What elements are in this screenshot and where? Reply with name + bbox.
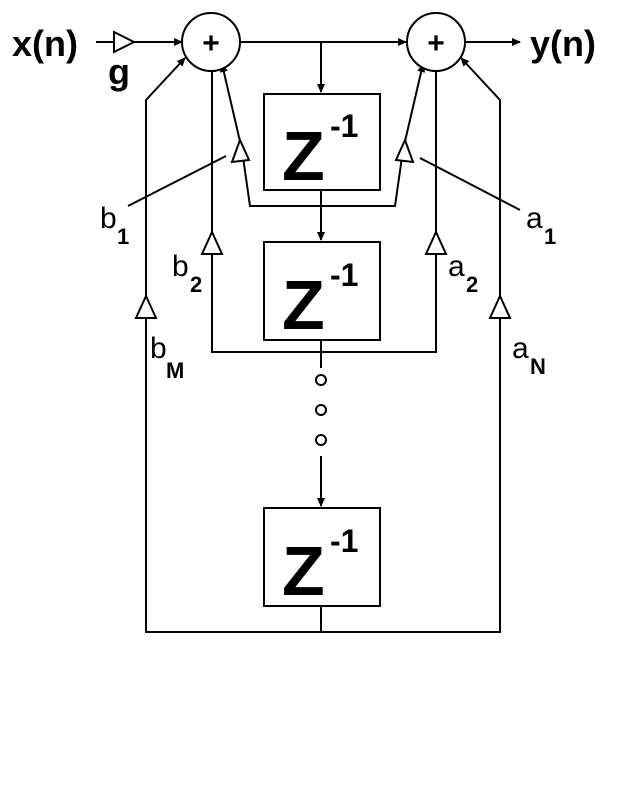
ellipsis-dot-3 xyxy=(315,434,327,446)
coef-aN-letter: a xyxy=(512,332,529,365)
coef-bM-subscript: M xyxy=(166,358,184,383)
gain-triangle-bM xyxy=(134,293,158,319)
coef-label-a1: a 1 xyxy=(526,202,556,249)
coef-label-bM: b M xyxy=(150,332,184,383)
bM-branch-wire xyxy=(145,57,186,300)
coef-label-a2: a 2 xyxy=(448,250,478,297)
delay-block-3: Z -1 xyxy=(263,507,381,610)
left-summing-node-symbol: + xyxy=(202,27,220,60)
tap-last-bus xyxy=(145,300,501,633)
coef-b2-subscript: 2 xyxy=(190,272,202,297)
delay-block-2-exponent: -1 xyxy=(330,257,358,293)
b1-leader-line xyxy=(127,155,227,207)
delay-block-2-base: Z xyxy=(282,266,325,344)
coef-a2-letter: a xyxy=(448,250,465,283)
coef-aN-subscript: N xyxy=(530,354,546,379)
tap-1-bus xyxy=(241,149,404,207)
coef-b1-letter: b xyxy=(100,202,117,235)
input-gain-triangle xyxy=(113,30,137,54)
coef-a1-letter: a xyxy=(526,202,543,235)
delay-block-3-base: Z xyxy=(282,532,325,610)
gain-triangle-b1 xyxy=(230,137,251,164)
delay-block-1-base: Z xyxy=(282,117,325,195)
coef-a1-subscript: 1 xyxy=(544,224,556,249)
coef-b2-letter: b xyxy=(172,250,189,283)
gain-triangle-b2 xyxy=(200,229,224,255)
coef-label-b2: b 2 xyxy=(172,250,202,297)
right-summing-node-symbol: + xyxy=(427,27,445,60)
input-label: x(n) xyxy=(12,23,78,64)
aN-branch-wire xyxy=(460,57,501,300)
ellipsis-dot-1 xyxy=(315,374,327,386)
output-label: y(n) xyxy=(530,23,596,64)
gain-triangle-aN xyxy=(488,293,512,319)
tap-2-bus xyxy=(211,240,437,353)
coef-bM-letter: b xyxy=(150,332,167,365)
right-summing-node: + xyxy=(406,12,466,72)
coef-label-b1: b 1 xyxy=(100,202,129,249)
delay-block-2: Z -1 xyxy=(263,241,381,344)
ellipsis-dot-2 xyxy=(315,404,327,416)
a1-branch-wire xyxy=(402,63,426,151)
input-gain-label: g xyxy=(108,51,130,92)
b1-branch-wire xyxy=(219,63,243,151)
coef-b1-subscript: 1 xyxy=(117,224,129,249)
delay-block-3-exponent: -1 xyxy=(330,523,358,559)
delay-block-1: Z -1 xyxy=(263,93,381,195)
delay-block-1-exponent: -1 xyxy=(330,108,358,144)
coef-a2-subscript: 2 xyxy=(466,272,478,297)
gain-triangle-a2 xyxy=(424,229,448,255)
left-summing-node: + xyxy=(181,12,241,72)
a1-leader-line xyxy=(419,157,521,211)
gain-triangle-a1 xyxy=(394,137,415,164)
coef-label-aN: a N xyxy=(512,332,546,379)
